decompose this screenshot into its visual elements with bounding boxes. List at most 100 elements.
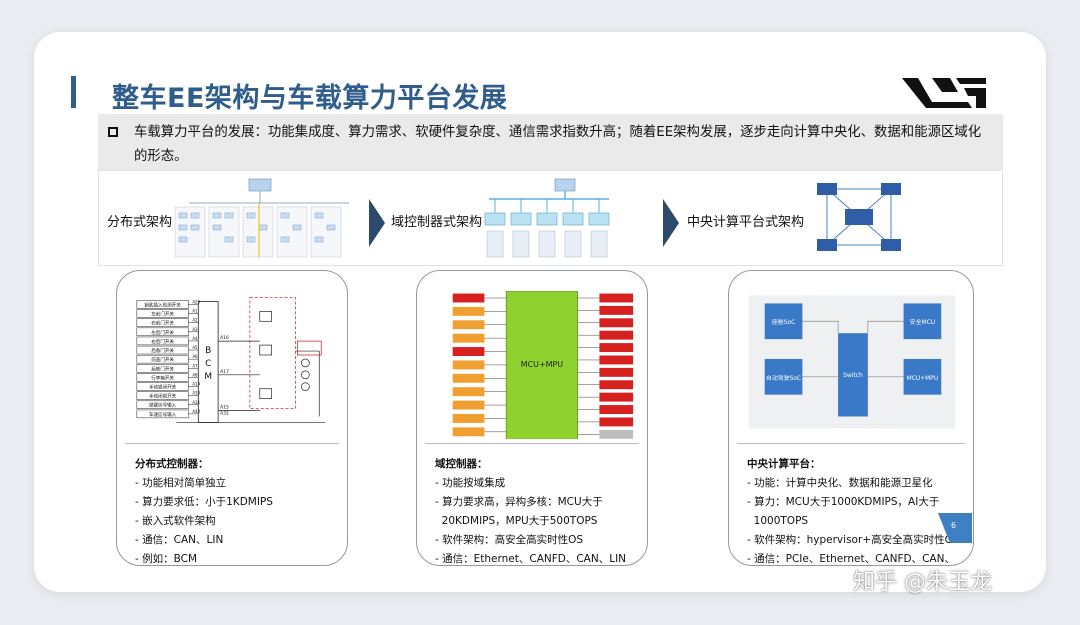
bcm-input-label: 行李箱开关 xyxy=(151,374,174,381)
bcm-pin-label: A1 xyxy=(192,309,198,314)
bcm-input-label: 右前门开关 xyxy=(151,320,174,327)
info-line: - 算力：MCU大于1000KDMIPS，AI大于 xyxy=(747,496,940,508)
peripheral-block xyxy=(452,333,485,343)
info-line: - 算力要求高，异构多核：MCU大于 xyxy=(435,496,603,508)
peripheral-block xyxy=(599,392,634,402)
bcm-input-box xyxy=(136,336,189,346)
bcm-pin-label: A3 xyxy=(192,327,198,332)
peripheral-block xyxy=(452,320,485,330)
bcm-pin-label: A4 xyxy=(192,336,198,341)
bcm-pin-label: A26 xyxy=(192,299,200,304)
peripheral-block xyxy=(452,427,485,437)
peripheral-block xyxy=(599,355,634,365)
bcm-letter-b: B xyxy=(205,346,211,356)
info-line: - 功能：计算中央化、数据和能源卫星化 xyxy=(747,477,933,489)
panel-info: 分布式控制器： - 功能相对简单独立 - 算力要求低：小于1KDMIPS - 嵌… xyxy=(135,455,337,565)
bcm-input-label: 右后门开关 xyxy=(151,338,174,345)
block-cockpit-soc: 座舱SoC xyxy=(772,318,795,326)
block-mcu-mpu: MCU+MPU xyxy=(907,375,939,382)
bcm-input-label: 后备门开关 xyxy=(151,347,174,354)
bcm-pin-label: A7 xyxy=(192,363,198,368)
peripheral-block xyxy=(599,367,634,377)
bcm-pin-label: A31 xyxy=(192,400,200,405)
bcm-pin-label: A2 xyxy=(192,318,198,323)
panel-info: 域控制器： - 功能按域集成 - 算力要求高，异构多核：MCU大于 20KDMI… xyxy=(435,455,637,565)
panel-info: 中央计算平台： - 功能：计算中央化、数据和能源卫星化 - 算力：MCU大于10… xyxy=(747,455,963,565)
bcm-out-pin: A16 xyxy=(220,335,229,341)
title-accent-bar xyxy=(71,76,76,108)
peripheral-block xyxy=(599,318,634,328)
bcm-input-box xyxy=(136,345,189,355)
bcm-pin-label: A8 xyxy=(192,372,198,377)
bcm-input-box xyxy=(136,309,189,318)
bcm-out-pin: A17 xyxy=(220,369,229,375)
peripheral-block xyxy=(452,360,485,370)
panel-domain-controller: MCU+MPU 域控制器： - 功能按域集成 - 算力要求高，异构多核：MCU大… xyxy=(416,270,648,566)
bcm-pin-label: A5 xyxy=(192,345,198,350)
panel-heading: 分布式控制器： xyxy=(135,458,209,470)
peripheral-block xyxy=(599,380,634,390)
bcm-out-pin: A32 xyxy=(220,410,229,416)
bcm-input-box xyxy=(136,382,189,391)
bcm-input-box xyxy=(136,300,189,309)
peripheral-block xyxy=(452,387,485,397)
bcm-input-label: 车速信号输入 xyxy=(149,411,177,418)
info-line: - 通信：Ethernet、CANFD、CAN、LIN xyxy=(435,553,627,565)
bcm-out-pin: A15 xyxy=(220,405,229,411)
info-line: - 嵌入式软件架构 xyxy=(135,515,216,527)
bcm-letter-m: M xyxy=(204,372,212,382)
panel-divider xyxy=(737,443,965,444)
info-line: - 算力要求低：小于1KDMIPS xyxy=(135,496,273,508)
bcm-input-label: 后舱门开关 xyxy=(151,365,174,372)
block-safety-mcu: 安全MCU xyxy=(910,318,935,326)
page-number-badge: 6 xyxy=(938,513,972,543)
core-label: MCU+MPU xyxy=(521,360,563,369)
peripheral-block xyxy=(599,429,634,439)
peripheral-block xyxy=(599,417,634,427)
block-switch: Switch xyxy=(843,372,863,379)
peripheral-block xyxy=(599,330,634,340)
square-bullet-icon xyxy=(108,127,118,137)
bcm-letter-c: C xyxy=(205,359,211,369)
distributed-arch-diagram xyxy=(174,178,349,258)
central-compute-diagram: 座舱SoC 自动驾驶SoC Switch 安全MCU MCU+MPU xyxy=(748,295,956,429)
info-line: - 软件架构：高安全高实时性OS xyxy=(435,534,584,546)
peripheral-block xyxy=(599,305,634,315)
info-line: - 软件架构：hypervisor+高安全高实时性OS xyxy=(747,534,960,546)
page-number: 6 xyxy=(951,521,957,530)
bcm-input-label: 手动闭锁开关 xyxy=(149,393,177,400)
bcm-input-box xyxy=(136,373,189,382)
watermark: 知乎 @朱玉龙 xyxy=(853,570,992,595)
central-arch-diagram xyxy=(817,183,901,251)
block-ad-soc: 自动驾驶SoC xyxy=(766,374,801,382)
info-line: 20KDMIPS，MPU大于500TOPS xyxy=(435,515,598,527)
peripheral-block xyxy=(452,400,485,410)
arch-label-domain: 域控制器式架构 xyxy=(391,215,483,230)
bcm-input-label: 手动锁闭开关 xyxy=(149,384,177,391)
peripheral-block xyxy=(452,413,485,423)
architecture-evolution-strip: 分布式架构 域控制器式架构 中央计算平台式 xyxy=(98,170,1003,266)
arch-label-central: 中央计算平台式架构 xyxy=(687,215,805,230)
domain-arch-diagram xyxy=(484,178,610,258)
peripheral-block xyxy=(599,293,634,303)
bcm-input-box xyxy=(136,327,189,337)
info-line: - 功能按域集成 xyxy=(435,477,506,489)
brand-logo-icon xyxy=(902,78,986,108)
info-line: - 功能相对简单独立 xyxy=(135,477,227,489)
panel-heading: 中央计算平台： xyxy=(747,458,821,470)
bcm-input-label: 钥匙插入检测开关 xyxy=(144,301,181,308)
summary-text: 车载算力平台的发展：功能集成度、算力需求、软硬件复杂度、通信需求指数升高；随着E… xyxy=(134,125,982,164)
peripheral-block xyxy=(452,306,485,316)
domain-controller-diagram: MCU+MPU xyxy=(452,291,634,439)
info-line: - 通信：CAN、LIN xyxy=(135,534,224,546)
peripheral-block xyxy=(452,373,485,383)
panel-divider xyxy=(125,443,339,444)
bcm-input-box xyxy=(136,364,189,373)
panel-central-compute: 座舱SoC 自动驾驶SoC Switch 安全MCU MCU+MPU 中央计算平… xyxy=(728,270,974,566)
info-line: 1000TOPS xyxy=(747,515,809,527)
peripheral-block xyxy=(599,405,634,414)
bcm-input-box xyxy=(136,400,189,409)
peripheral-block xyxy=(452,293,485,303)
bcm-input-box xyxy=(136,409,189,419)
